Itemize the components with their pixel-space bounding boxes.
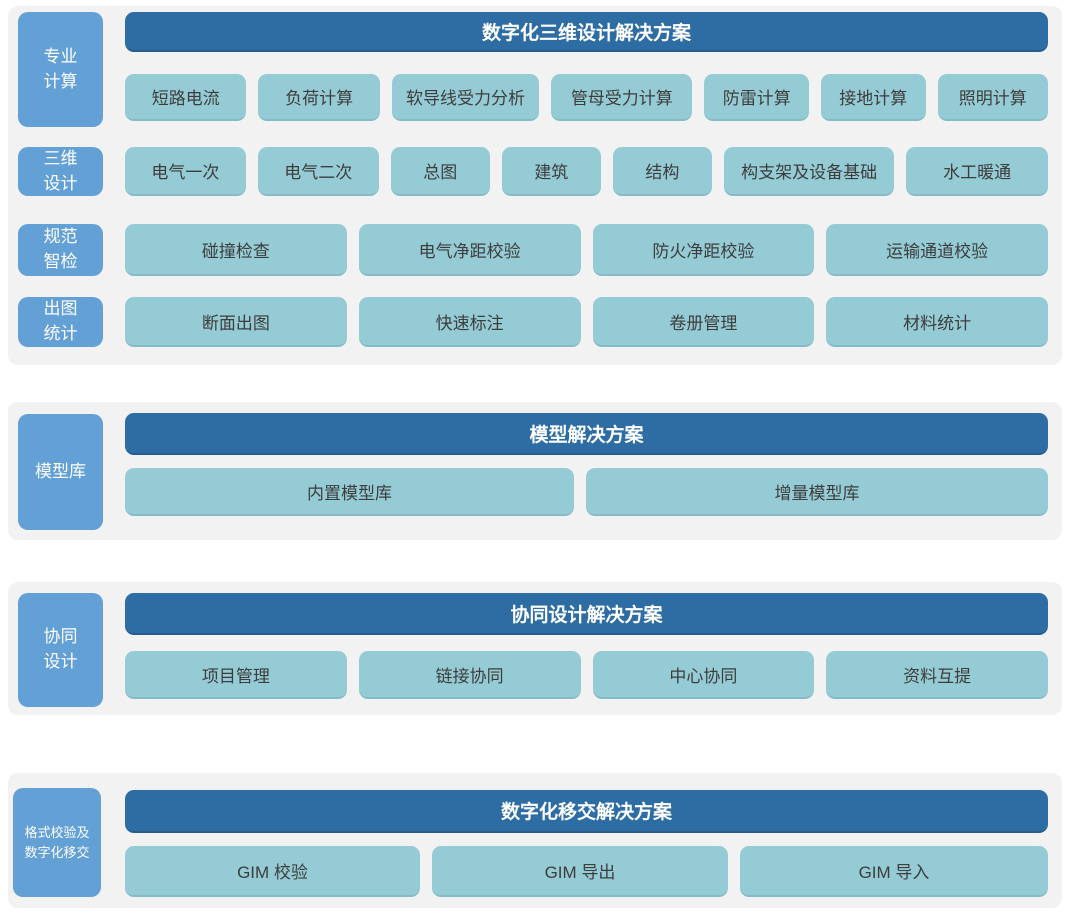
- feature-row-standard-smart-check: 碰撞检查 电气净距校验 防火净距校验 运输通道校验: [125, 224, 1048, 276]
- feature-chip-built-in-model-library: 内置模型库: [125, 468, 574, 516]
- sidebar-label-standard-smart-check: 规范 智检: [18, 224, 103, 276]
- feature-chip-link-collaboration: 链接协同: [358, 651, 581, 699]
- sidebar-label-collaborative-design: 协同 设计: [18, 593, 103, 707]
- feature-chip-central-collaboration: 中心协同: [592, 651, 815, 699]
- sidebar-label-professional-calculation: 专业 计算: [18, 12, 103, 127]
- sidebar-label-drawing-statistics: 出图 统计: [18, 297, 103, 347]
- feature-row-professional-calculation: 短路电流 负荷计算 软导线受力分析 管母受力计算 防雷计算 接地计算 照明计算: [125, 74, 1048, 121]
- feature-chip-section-drawing: 断面出图: [125, 297, 347, 347]
- feature-chip-tube-busbar-stress-calculation: 管母受力计算: [551, 74, 693, 121]
- feature-chip-flexible-conductor-stress-analysis: 软导线受力分析: [391, 74, 540, 121]
- feature-chip-support-and-equipment-foundation: 构支架及设备基础: [723, 147, 895, 196]
- sidebar-label-format-check-digital-handover: 格式校验及 数字化移交: [13, 788, 101, 897]
- feature-chip-structure: 结构: [612, 147, 712, 196]
- feature-row-collaborative-design: 项目管理 链接协同 中心协同 资料互提: [125, 651, 1048, 699]
- feature-chip-load-calculation: 负荷计算: [258, 74, 380, 121]
- feature-chip-grounding-calculation: 接地计算: [821, 74, 926, 121]
- panel-model-library: 模型库 模型解决方案 内置模型库 增量模型库: [8, 402, 1062, 540]
- feature-chip-gim-export: GIM 导出: [432, 846, 728, 897]
- feature-chip-collision-check: 碰撞检查: [125, 224, 347, 276]
- feature-chip-general-layout: 总图: [390, 147, 490, 196]
- panel-digital-handover: 格式校验及 数字化移交 数字化移交解决方案 GIM 校验 GIM 导出 GIM …: [8, 773, 1062, 908]
- feature-chip-electrical-primary: 电气一次: [125, 147, 246, 196]
- header-digital-3d-design-solution: 数字化三维设计解决方案: [125, 12, 1048, 52]
- feature-row-digital-handover: GIM 校验 GIM 导出 GIM 导入: [125, 846, 1048, 897]
- feature-chip-architecture: 建筑: [501, 147, 601, 196]
- feature-chip-project-management: 项目管理: [125, 651, 347, 699]
- header-digital-handover-solution: 数字化移交解决方案: [125, 790, 1048, 833]
- feature-chip-volume-management: 卷册管理: [592, 297, 815, 347]
- feature-row-3d-design: 电气一次 电气二次 总图 建筑 结构 构支架及设备基础 水工暖通: [125, 147, 1048, 196]
- sidebar-label-model-library: 模型库: [18, 414, 103, 530]
- feature-row-drawing-statistics: 断面出图 快速标注 卷册管理 材料统计: [125, 297, 1048, 347]
- panel-collaborative-design: 协同 设计 协同设计解决方案 项目管理 链接协同 中心协同 资料互提: [8, 582, 1062, 715]
- feature-chip-gim-check: GIM 校验: [125, 846, 420, 897]
- feature-chip-data-exchange: 资料互提: [826, 651, 1048, 699]
- feature-row-model-library: 内置模型库 增量模型库: [125, 468, 1048, 516]
- feature-chip-lighting-calculation: 照明计算: [937, 74, 1048, 121]
- feature-chip-transport-channel-check: 运输通道校验: [826, 224, 1048, 276]
- feature-chip-electrical-secondary: 电气二次: [257, 147, 379, 196]
- feature-chip-quick-annotation: 快速标注: [358, 297, 581, 347]
- feature-chip-fire-clearance-check: 防火净距校验: [592, 224, 815, 276]
- feature-chip-material-statistics: 材料统计: [826, 297, 1048, 347]
- feature-chip-gim-import: GIM 导入: [740, 846, 1048, 897]
- panel-digital-3d-design: 专业 计算 数字化三维设计解决方案 短路电流 负荷计算 软导线受力分析 管母受力…: [8, 6, 1062, 365]
- feature-chip-electrical-clearance-check: 电气净距校验: [358, 224, 581, 276]
- feature-chip-lightning-protection-calculation: 防雷计算: [704, 74, 809, 121]
- feature-chip-incremental-model-library: 增量模型库: [585, 468, 1048, 516]
- header-collaborative-design-solution: 协同设计解决方案: [125, 593, 1048, 635]
- sidebar-label-3d-design: 三维 设计: [18, 147, 103, 196]
- feature-chip-short-circuit-current: 短路电流: [125, 74, 247, 121]
- header-model-solution: 模型解决方案: [125, 413, 1048, 455]
- feature-chip-hydraulic-hvac: 水工暖通: [906, 147, 1048, 196]
